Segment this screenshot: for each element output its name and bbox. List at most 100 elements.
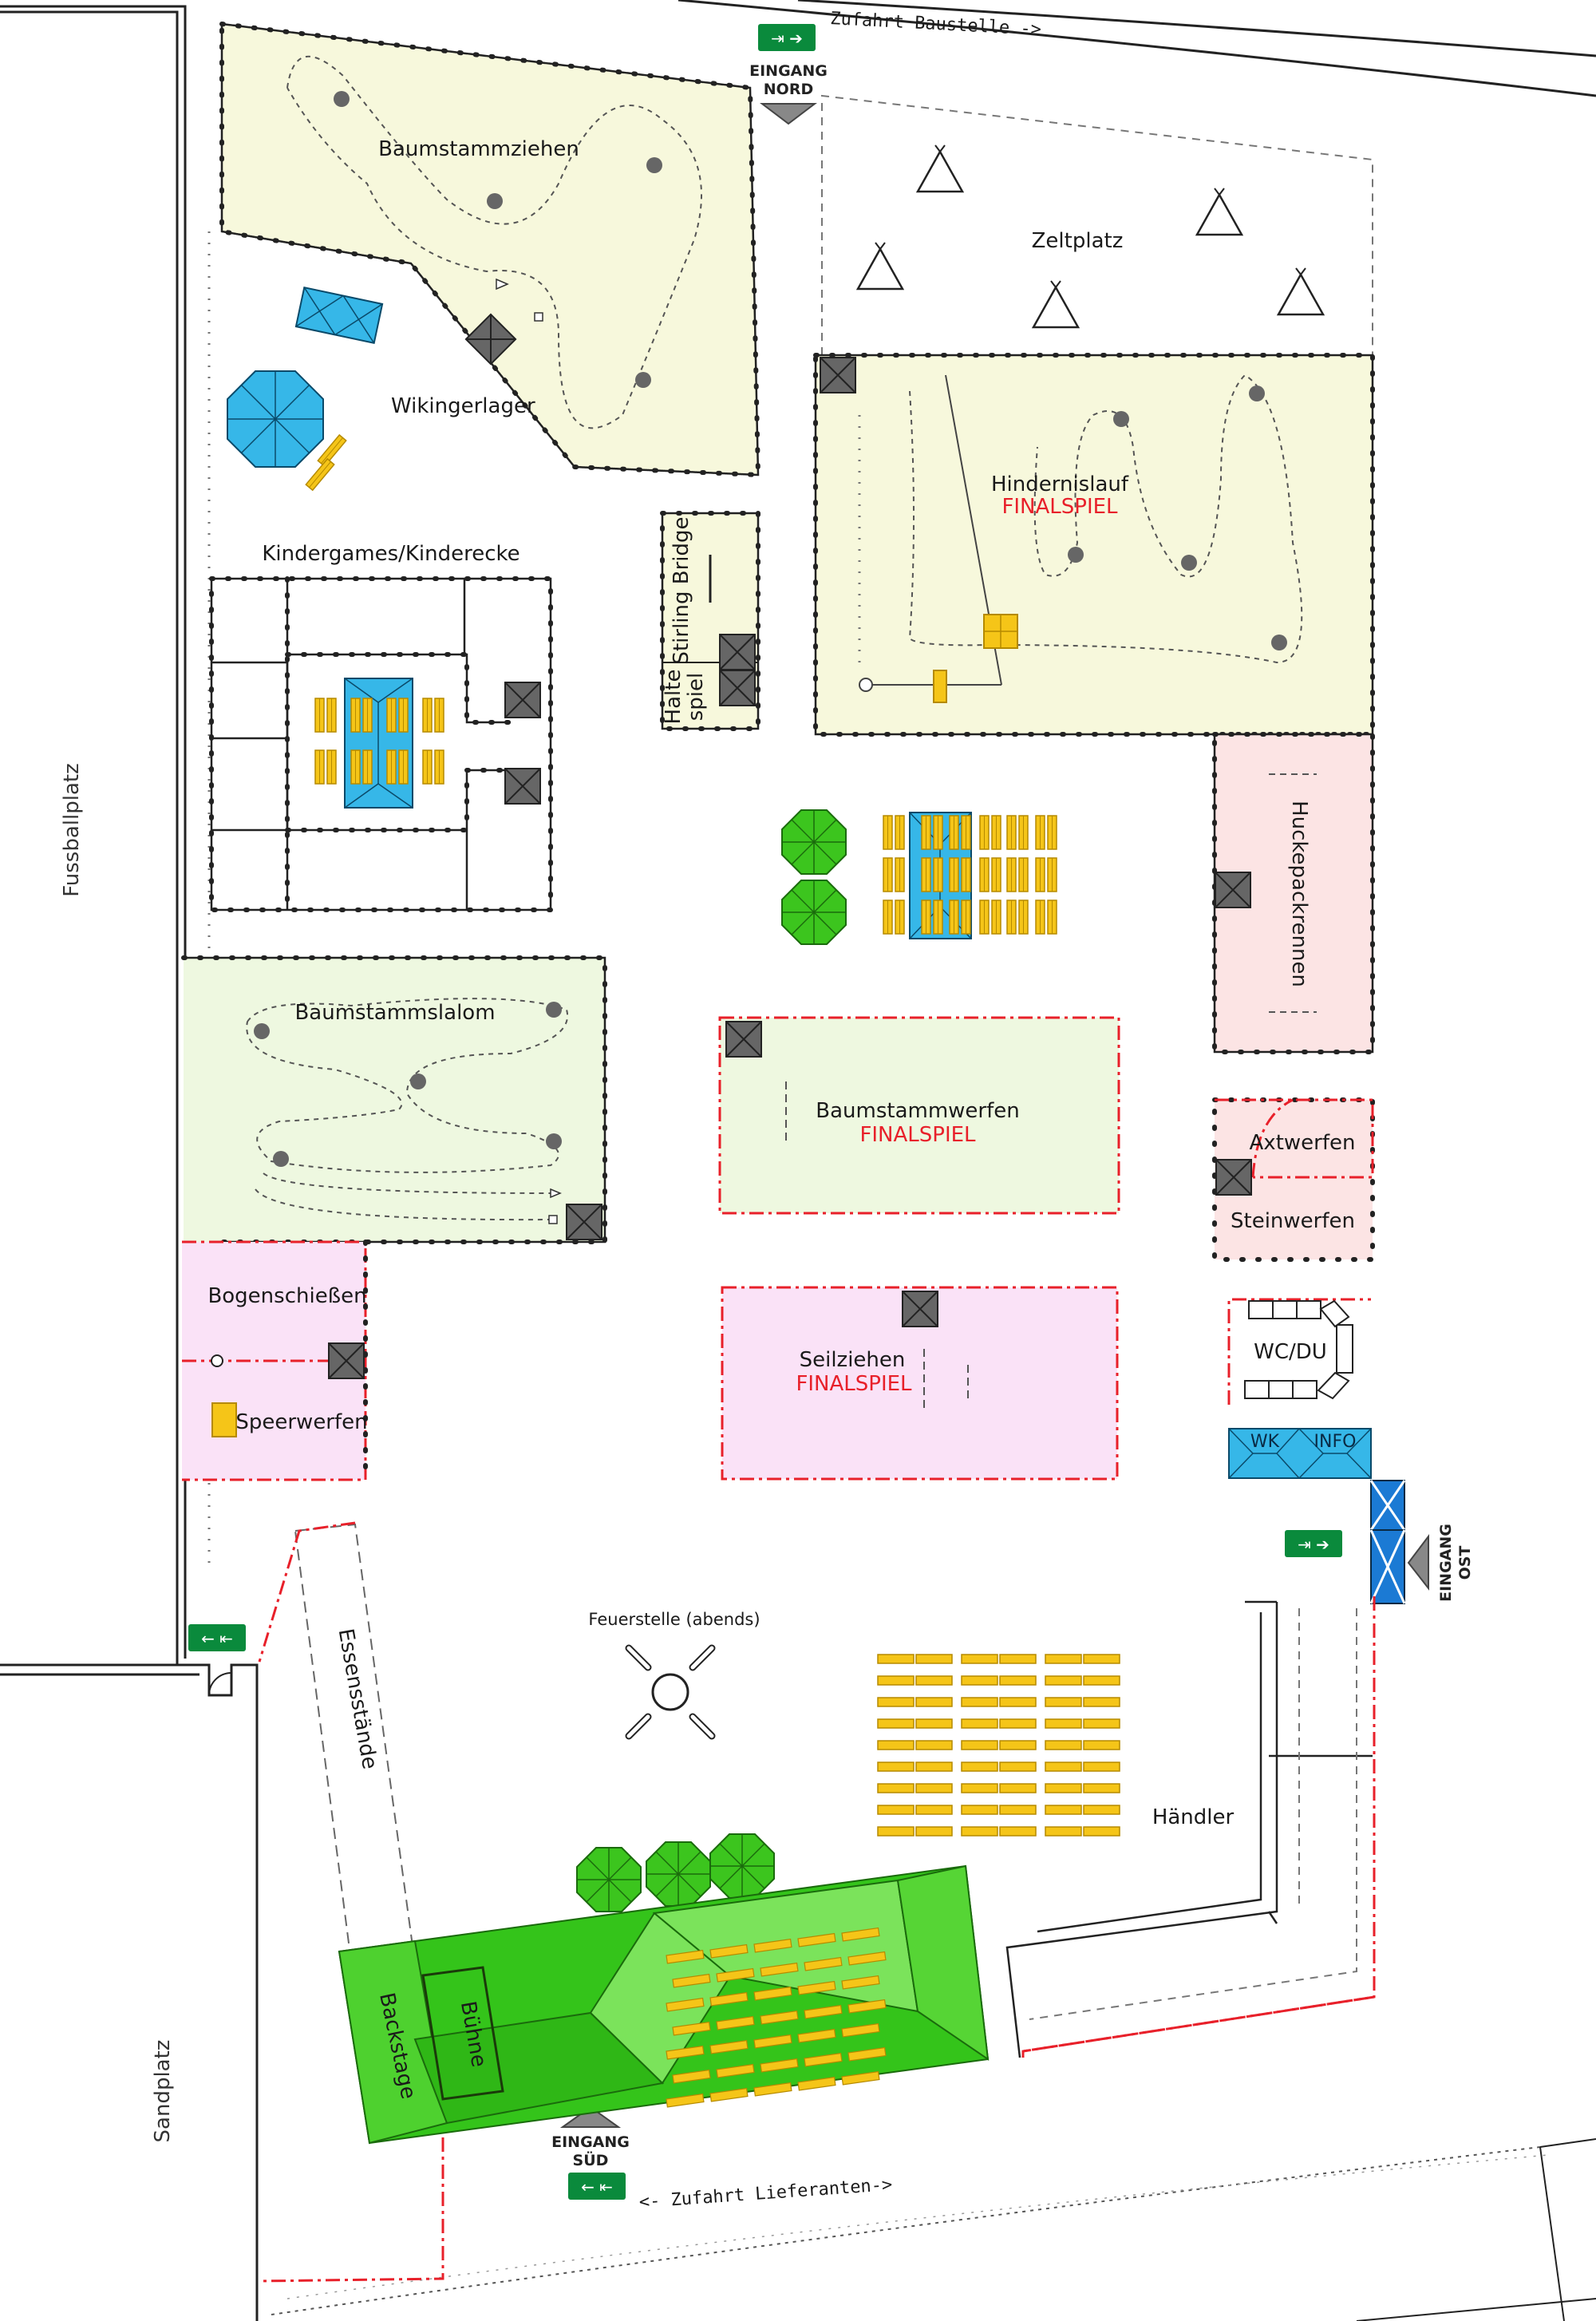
entrance-north[interactable]: ⇥ ➔ EINGANG NORD — [749, 24, 828, 125]
area-baumstammziehen[interactable]: Baumstammziehen — [219, 21, 761, 478]
area-kindergames[interactable]: Kindergames/Kinderecke — [209, 542, 553, 912]
area-axtwerfen-steinwerfen[interactable]: Axtwerfen Steinwerfen — [1212, 1097, 1375, 1262]
bench-icon — [716, 1967, 755, 1983]
entrance-east[interactable]: ⇥ ➔ EINGANG OST — [1285, 1480, 1474, 1604]
bench-icon — [961, 1654, 998, 1664]
bench-icon — [797, 1980, 836, 1995]
exit-sign-icon — [188, 1624, 246, 1651]
bench-icon — [999, 1718, 1037, 1729]
bench-icon — [666, 1997, 705, 2012]
area-label: WC/DU — [1254, 1340, 1327, 1364]
bench-icon — [753, 2082, 792, 2097]
info-label: INFO — [1314, 1432, 1357, 1452]
area-essensstaende[interactable]: Essensstände — [258, 1521, 417, 1975]
bench-icon — [666, 2093, 705, 2108]
bench-icon — [915, 1675, 953, 1686]
area-wc-du[interactable]: WC/DU — [1227, 1298, 1371, 1405]
bench-icon — [847, 1951, 887, 1966]
bench-icon — [841, 2022, 880, 2038]
bench-icon — [1045, 1783, 1082, 1793]
bench-icon — [760, 1962, 799, 1977]
area-label: Feuerstelle (abends) — [588, 1610, 760, 1629]
area-label: Baumstammziehen — [378, 137, 579, 161]
area-label: Huckepackrennen — [1287, 801, 1311, 987]
bench-icon — [999, 1805, 1037, 1815]
bench-icon — [1045, 1762, 1082, 1772]
bench-icon — [709, 2039, 749, 2054]
area-hindernislauf[interactable]: Hindernislauf FINALSPIEL — [813, 353, 1375, 737]
bench-icon — [709, 1943, 749, 1959]
entrance-arrow-icon — [1407, 1534, 1429, 1591]
area-label: Speerwerfen — [235, 1410, 367, 1434]
bench-icon — [666, 1949, 705, 1964]
bench-icon — [877, 1826, 915, 1837]
area-label: Wikingerlager — [391, 394, 535, 418]
area-buehne[interactable]: Bühne Backstage — [259, 1833, 990, 2283]
entrance-south[interactable]: EINGANG SÜD ← ⇤ — [551, 2106, 630, 2200]
area-label: Seilziehen — [800, 1348, 906, 1372]
area-seilziehen[interactable]: Seilziehen FINALSPIEL — [721, 1286, 1119, 1481]
area-bogenschiessen-speerwerfen[interactable]: Bogenschießen Speerwerfen — [182, 1240, 368, 1482]
bench-icon — [1083, 1718, 1120, 1729]
bench-icon — [915, 1805, 953, 1815]
area-zeltplatz[interactable]: Zeltplatz — [821, 94, 1373, 355]
area-feuerstelle[interactable]: Feuerstelle (abends) — [588, 1610, 760, 1740]
area-baumstammwerfen[interactable]: Baumstammwerfen FINALSPIEL — [718, 1016, 1120, 1215]
central-picnic-area — [781, 809, 1057, 945]
area-wikingerlager[interactable]: Wikingerlager — [227, 286, 535, 491]
finalspiel-label: FINALSPIEL — [859, 1123, 976, 1147]
tree-icon — [646, 1841, 711, 1907]
bench-icon — [1083, 1783, 1120, 1793]
bench-icon — [1083, 1805, 1120, 1815]
bench-icon — [709, 1991, 749, 2007]
bench-icon — [797, 2028, 836, 2043]
tree-icon — [781, 880, 847, 945]
bench-icon — [753, 1938, 792, 1953]
bench-icon — [915, 1762, 953, 1772]
bench-icon — [999, 1697, 1037, 1707]
area-label: Baumstammslalom — [294, 1001, 495, 1025]
bench-icon — [999, 1675, 1037, 1686]
bench-icon — [915, 1697, 953, 1707]
bench-icon — [961, 1675, 998, 1686]
area-huckepackrennen[interactable]: Huckepackrennen — [1212, 732, 1375, 1054]
svg-text:OST: OST — [1456, 1546, 1474, 1580]
exit-sign-icon — [1285, 1530, 1342, 1557]
bench-icon — [877, 1654, 915, 1664]
area-label: Steinwerfen — [1231, 1209, 1355, 1233]
bench-icon — [999, 1654, 1037, 1664]
hay-bale-icon — [211, 1402, 237, 1437]
area-stirling-bridge[interactable]: Stirling Bridge Halte spiel — [660, 511, 760, 731]
bench-icon — [961, 1697, 998, 1707]
area-haendler[interactable]: Händler — [1005, 1596, 1376, 2058]
bench-icon — [716, 2015, 755, 2030]
bench-icon — [877, 1805, 915, 1815]
bench-icon — [915, 1740, 953, 1750]
info-point[interactable]: WK INFO — [1228, 1428, 1372, 1479]
bench-icon — [672, 2021, 711, 2036]
north-road: Zufahrt Baustelle -> — [678, 0, 1596, 97]
area-label: Hindernislauf — [991, 473, 1129, 496]
svg-text:← ⇤: ← ⇤ — [201, 1629, 233, 1648]
bench-icon — [1045, 1740, 1082, 1750]
bench-icon — [666, 2045, 705, 2060]
bench-icon — [1083, 1697, 1120, 1707]
bench-icon — [915, 1783, 953, 1793]
area-baumstammslalom[interactable]: Baumstammslalom — [181, 955, 607, 1244]
delivery-access-label: <- Zufahrt Lieferanten-> — [638, 2175, 893, 2212]
bench-icon — [804, 2052, 843, 2067]
bench-icon — [797, 2076, 836, 2091]
svg-text:⇥ ➔: ⇥ ➔ — [771, 29, 803, 48]
bench-icon — [999, 1762, 1037, 1772]
bench-icon — [1045, 1718, 1082, 1729]
bench-icon — [961, 1740, 998, 1750]
tree-icon — [709, 1833, 775, 1899]
bench-icon — [1083, 1675, 1120, 1686]
sand-field-label: Sandplatz — [151, 2040, 175, 2143]
bench-icon — [961, 1762, 998, 1772]
bench-icon — [760, 2010, 799, 2025]
bench-icon — [1045, 1697, 1082, 1707]
bench-icon — [847, 1999, 887, 2014]
exit-sign-icon — [758, 24, 816, 51]
bench-icon — [760, 2058, 799, 2073]
